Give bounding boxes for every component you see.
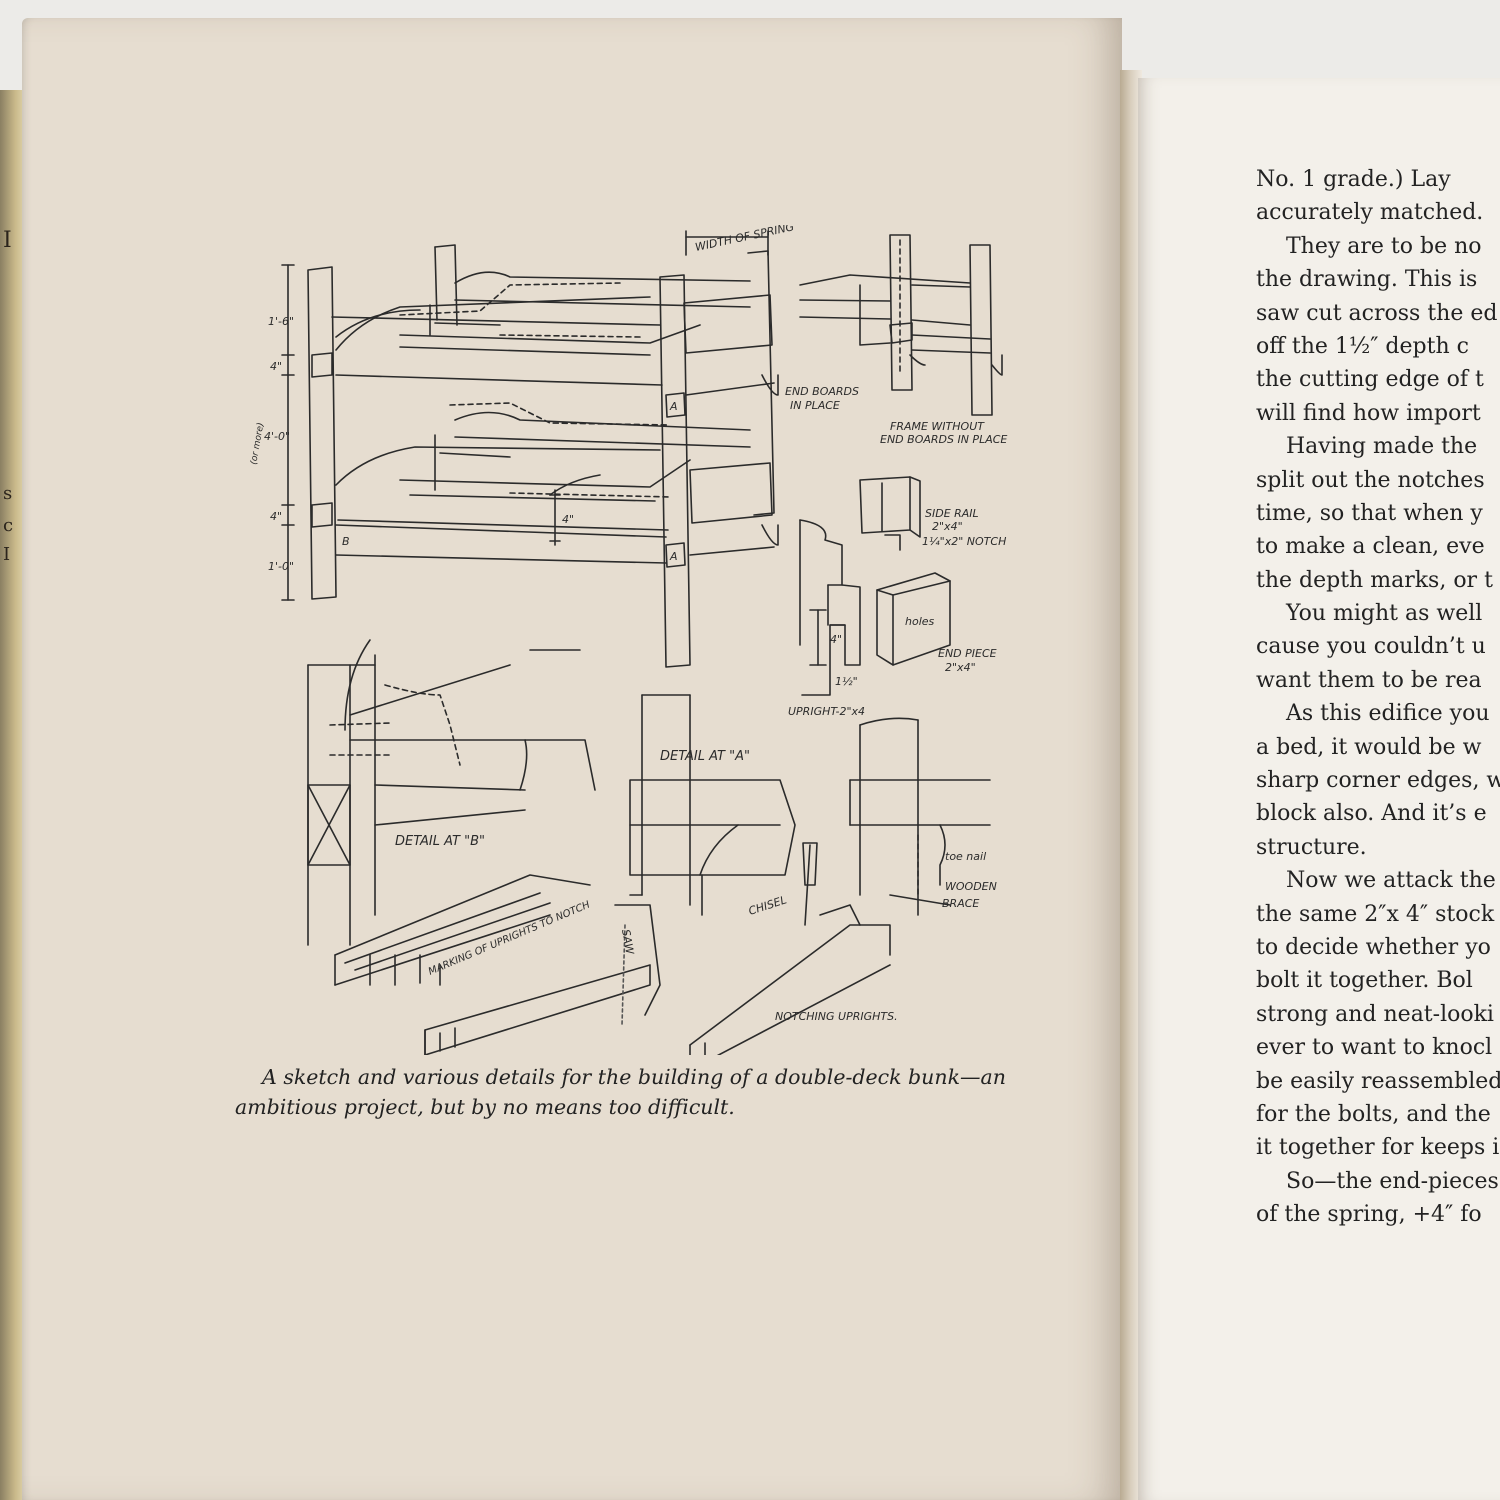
body-text-line: structure. <box>1256 834 1367 860</box>
label-chisel: CHISEL <box>747 893 788 917</box>
dimension-4-b: 4" <box>270 510 282 523</box>
edge-letter: I <box>3 228 12 253</box>
mark-b: B <box>342 535 350 548</box>
label-detail-a: DETAIL AT "A" <box>660 749 750 764</box>
label-in-place: IN PLACE <box>790 399 840 412</box>
toe-nail-detail-sketch <box>849 717 991 916</box>
body-text-line: They are to be no <box>1286 233 1482 259</box>
label-marking: MARKING OF UPRIGHTS TO NOTCH <box>427 899 592 977</box>
caption-line: A sketch and various details for the bui… <box>262 1065 1006 1089</box>
bunk-bed-illustration: WIDTH OF SPRING END BOARDS IN PLACE FRAM… <box>249 220 1040 1071</box>
label-end-piece: END PIECE <box>938 647 997 660</box>
label-upright: UPRIGHT-2"x4 <box>788 705 865 718</box>
label-detail-b: DETAIL AT "B" <box>395 834 485 849</box>
book-gutter <box>1120 70 1142 1500</box>
body-text-line: Now we attack the <box>1286 868 1496 894</box>
dimension-4-0: 4'-0" <box>264 430 290 443</box>
label-frame-without: FRAME WITHOUT <box>890 420 985 433</box>
body-text-line: to make a clean, eve <box>1256 534 1485 560</box>
body-text-line: the same 2″x 4″ stock <box>1256 901 1495 927</box>
body-text-line: to decide whether yo <box>1256 934 1491 960</box>
body-text-line: the cutting edge of t <box>1256 367 1484 393</box>
detail-at-a-sketch <box>629 694 796 916</box>
mark-a-lower: A <box>669 550 678 563</box>
label-notch: 1¼"x2" NOTCH <box>922 535 1006 548</box>
caption-line: ambitious project, but by no means too d… <box>235 1095 735 1119</box>
body-text-line: block also. And it’s e <box>1256 801 1487 827</box>
label-holes: holes <box>905 615 935 628</box>
label-toe-nail: toe nail <box>945 850 986 863</box>
mark-a-upper: A <box>669 400 678 413</box>
left-page <box>22 18 1122 1500</box>
body-text-line: the drawing. This is <box>1256 267 1478 293</box>
body-text-line: want them to be rea <box>1256 667 1482 693</box>
label-side-rail: SIDE RAIL <box>925 507 979 520</box>
body-text-line: time, so that when y <box>1256 500 1483 526</box>
label-wooden: WOODEN <box>945 880 997 893</box>
edge-letter: I <box>3 544 11 565</box>
body-text-line: No. 1 grade.) Lay <box>1256 167 1451 192</box>
label-saw: SAW <box>619 928 636 956</box>
notching-uprights-sketch <box>334 842 891 1071</box>
body-text-line: will find how import <box>1256 400 1481 426</box>
dimension-1-0: 1'-0" <box>268 560 294 573</box>
body-text-line: off the 1½″ depth c <box>1256 333 1469 359</box>
bunk-bed-drawing: WIDTH OF SPRING END BOARDS IN PLACE FRAM… <box>249 220 1007 1071</box>
dimension-4-c: 4" <box>562 513 574 526</box>
frame-without-end-boards-sketch <box>799 234 1003 416</box>
label-side-rail-size: 2"x4" <box>932 520 963 533</box>
body-text-line: ever to want to knocl <box>1256 1035 1493 1061</box>
bunk-bed-main-sketch <box>281 230 779 668</box>
label-notching: NOTCHING UPRIGHTS. <box>775 1010 898 1023</box>
body-text-line: cause you couldn’t u <box>1256 634 1486 660</box>
body-text-line: You might as well <box>1286 601 1483 627</box>
label-end-boards-in-place: END BOARDS IN PLACE <box>880 433 1007 446</box>
body-text-line: strong and neat-looki <box>1256 1001 1494 1027</box>
body-text-line: the depth marks, or t <box>1256 567 1493 593</box>
dimension-4-a: 4" <box>270 360 282 373</box>
upright-detail-sketch <box>799 476 951 696</box>
body-text-line: As this edifice you <box>1286 701 1490 727</box>
dimension-1-half: 1½" <box>835 675 858 688</box>
label-end-boards: END BOARDS <box>785 385 859 398</box>
label-brace: BRACE <box>942 897 979 910</box>
body-text-line: bolt it together. Bol <box>1256 968 1473 994</box>
body-text-line: saw cut across the ed <box>1256 300 1498 326</box>
body-text-line: accurately matched. <box>1256 200 1484 226</box>
label-end-piece-size: 2"x4" <box>945 661 976 674</box>
body-text-line: for the bolts, and the <box>1256 1101 1491 1127</box>
dimension-or-more: (or more) <box>250 422 266 466</box>
dimension-1-6: 1'-6" <box>268 315 294 328</box>
body-text-line: of the spring, +4″ fo <box>1256 1202 1482 1228</box>
body-text-line: a bed, it would be w <box>1256 734 1482 760</box>
body-text-column: No. 1 grade.) Lay accurately matched. They… <box>1256 163 1500 1232</box>
body-text-line: it together for keeps i <box>1256 1135 1500 1161</box>
body-text-line: So—the end-pieces <box>1286 1168 1499 1194</box>
detail-at-b-sketch <box>307 639 596 946</box>
edge-letter: c <box>3 515 14 536</box>
dimension-4-d: 4" <box>830 633 842 646</box>
label-width-of-spring: WIDTH OF SPRING <box>694 225 795 254</box>
figure-caption: A sketch and various details for the bui… <box>235 1062 1035 1122</box>
edge-letter: s <box>3 483 13 504</box>
right-page: No. 1 grade.) Lay accurately matched. They… <box>1138 78 1500 1500</box>
body-text-line: be easily reassembled <box>1256 1068 1500 1094</box>
body-text-line: split out the notches <box>1256 467 1485 493</box>
body-text-line: sharp corner edges, w <box>1256 768 1500 794</box>
body-text-line: Having made the <box>1286 434 1478 460</box>
